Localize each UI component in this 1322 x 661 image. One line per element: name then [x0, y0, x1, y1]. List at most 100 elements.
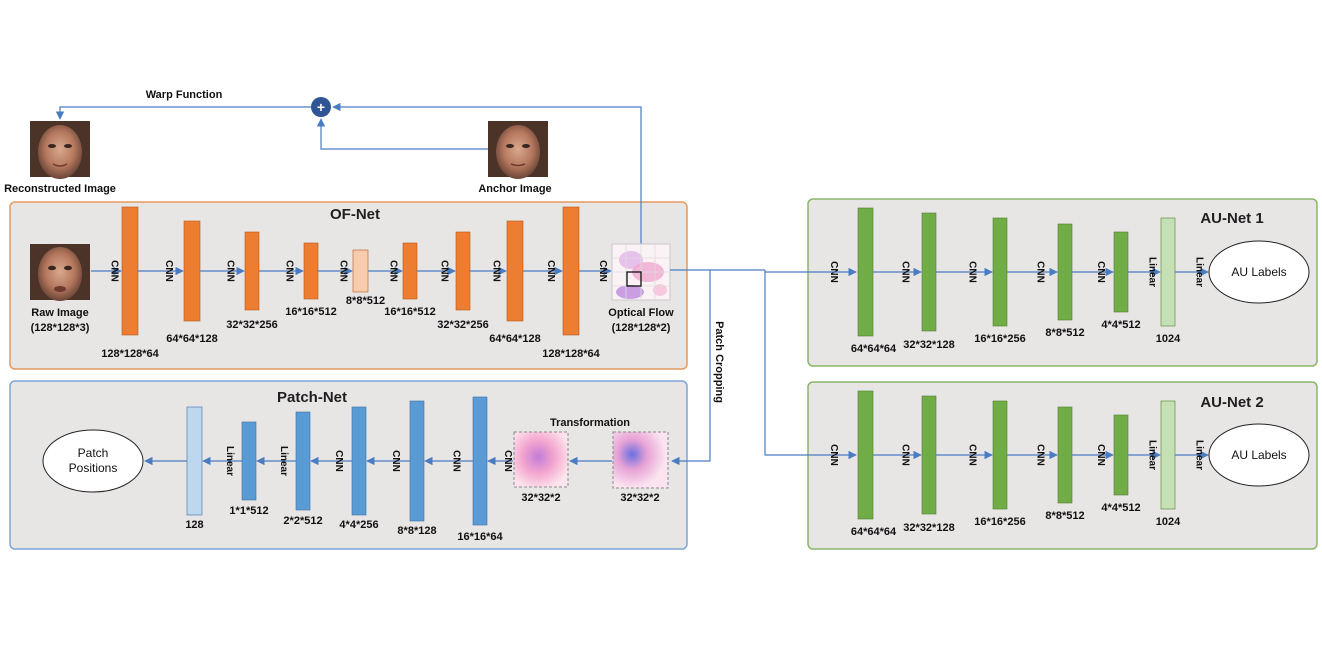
cropped-patch-image — [612, 431, 669, 489]
patch-dim-label-4: 2*2*512 — [283, 515, 322, 527]
au-net-1-dim-label-4: 8*8*512 — [1045, 327, 1084, 339]
patch-op-label-6: Linear — [224, 446, 235, 476]
of-op-label-4: CNN — [284, 260, 295, 282]
anchor-image — [488, 121, 548, 179]
plus-node — [311, 97, 331, 117]
of-dim-label-6: 16*16*512 — [384, 306, 435, 318]
au-net-1-layer-4 — [1057, 223, 1073, 321]
flow-to-patch-cropping — [671, 270, 711, 466]
of-op-label-8: CNN — [491, 260, 502, 282]
of-dim-label-9: 128*128*64 — [542, 348, 600, 360]
of-op-label-5: CNN — [338, 260, 349, 282]
of-dim-label-4: 16*16*512 — [285, 306, 336, 318]
au-net-1-layer-2 — [921, 212, 937, 332]
of-op-label-7: CNN — [439, 260, 450, 282]
au-labels-1-label: AU Labels — [1231, 265, 1286, 279]
raw-image — [30, 244, 90, 301]
of-layer-8 — [506, 220, 524, 322]
patch-dim-label-3: 4*4*256 — [339, 519, 378, 531]
of-op-label-6: CNN — [388, 260, 399, 282]
of-layer-4 — [303, 242, 319, 300]
au-net-1-op-label-2: CNN — [900, 261, 911, 283]
patch-cropping-label: Patch Cropping — [713, 321, 725, 403]
patch-layer-4 — [295, 411, 311, 511]
au-labels-node-2 — [1208, 423, 1310, 487]
of-layer-5 — [352, 249, 369, 293]
of-net-layers: CNN 128*128*64 CNN 64*64*128 CNN 32*32*256 CNN… — [91, 206, 612, 360]
anchor-to-plus-arrow — [316, 118, 488, 150]
patch-net-layers: CNN16*16*64CNN8*8*128CNN4*4*256CNN2*2*51… — [144, 396, 612, 543]
au-net-1-layer-5 — [1113, 231, 1129, 313]
patch-positions-label-1: Patch — [78, 446, 109, 460]
optical-flow-image — [611, 243, 671, 301]
of-op-label-9: CNN — [545, 260, 556, 282]
patch-dim-label-2: 8*8*128 — [397, 525, 436, 537]
au-net-2-op-label-6: Linear — [1147, 440, 1158, 470]
of-dim-label-5: 8*8*512 — [346, 295, 385, 307]
patch-layer-6 — [186, 406, 203, 516]
au-net-1-op-label-5: CNN — [1095, 261, 1106, 283]
of-op-label-3: CNN — [225, 260, 236, 282]
patch-net-panel — [9, 380, 688, 550]
of-op-label-2: CNN — [163, 260, 174, 282]
patch-layer-5 — [241, 421, 257, 501]
patch-op-label-3: CNN — [390, 450, 401, 472]
patch-positions-label-2: Positions — [69, 461, 118, 475]
anchor-image-label: Anchor Image — [478, 183, 551, 195]
patch-positions-node — [42, 429, 144, 493]
au-net-2-layer-6 — [1160, 400, 1176, 510]
optical-flow-label: Optical Flow — [608, 307, 674, 319]
au-net-2-layer-1 — [857, 390, 874, 520]
au-net-2-layer-2 — [921, 395, 937, 515]
patch-layer-2 — [409, 400, 425, 522]
of-dim-label-2: 64*64*128 — [166, 333, 217, 345]
au-net-1-op-label-4: CNN — [1035, 261, 1046, 283]
patch-layer-3 — [351, 406, 367, 516]
of-dim-label-8: 64*64*128 — [489, 333, 540, 345]
raw-image-size: (128*128*3) — [31, 322, 90, 334]
au-net-1-layer-1 — [857, 207, 874, 337]
patch-net-title: Patch-Net — [277, 389, 347, 406]
patch-dim-label-6: 128 — [185, 519, 203, 531]
of-layer-1 — [121, 206, 139, 336]
of-layer-7 — [455, 231, 471, 311]
au-labels-2-label: AU Labels — [1231, 448, 1286, 462]
of-layer-9 — [562, 206, 580, 336]
au-net-2-dim-label-4: 8*8*512 — [1045, 510, 1084, 522]
au-net-1-dim-label-2: 32*32*128 — [903, 339, 954, 351]
au-net-1-op-label-6: Linear — [1147, 257, 1158, 287]
au-net-2-title: AU-Net 2 — [1200, 394, 1263, 411]
reconstructed-image — [30, 121, 90, 179]
au-net-2-op-label-2: CNN — [900, 444, 911, 466]
au-net-2-layer-5 — [1113, 414, 1129, 496]
au-net-2-dim-label-5: 4*4*512 — [1101, 502, 1140, 514]
warp-arrow — [55, 106, 311, 120]
optical-flow-size: (128*128*2) — [612, 322, 671, 334]
flow-to-au-net-2 — [764, 270, 857, 460]
of-op-label-final: CNN — [597, 260, 608, 282]
patch-op-label-4: CNN — [333, 450, 344, 472]
of-net-title: OF-Net — [330, 206, 380, 223]
au-net-2-dim-label-2: 32*32*128 — [903, 522, 954, 534]
transformed-patch-dim: 32*32*2 — [521, 492, 560, 504]
au-net-2-op-label-3: CNN — [967, 444, 978, 466]
au-net-2-dim-label-6: 1024 — [1156, 516, 1181, 528]
of-dim-label-1: 128*128*64 — [101, 348, 159, 360]
au-net-1-layer-6 — [1160, 217, 1176, 327]
au-net-1-op-label-3: CNN — [967, 261, 978, 283]
reconstructed-image-label: Reconstructed Image — [4, 183, 116, 195]
au-net-2-layers: CNN64*64*64CNN32*32*128CNN16*16*256CNN8*… — [828, 390, 1209, 538]
of-layer-3 — [244, 231, 260, 311]
au-net-2-op-label-final: Linear — [1194, 440, 1205, 470]
transformed-patch-image — [513, 431, 569, 488]
au-net-1-layer-3 — [992, 217, 1008, 327]
patch-op-label-2: CNN — [451, 450, 462, 472]
au-net-1-layers: CNN64*64*64CNN32*32*128CNN16*16*256CNN8*… — [765, 207, 1209, 355]
patch-dim-label-1: 16*16*64 — [457, 531, 503, 543]
of-dim-label-3: 32*32*256 — [226, 319, 277, 331]
of-layer-2 — [183, 220, 201, 322]
warp-function-label: Warp Function — [146, 89, 223, 101]
au-net-1-dim-label-5: 4*4*512 — [1101, 319, 1140, 331]
au-net-2-op-label-1: CNN — [828, 444, 839, 466]
